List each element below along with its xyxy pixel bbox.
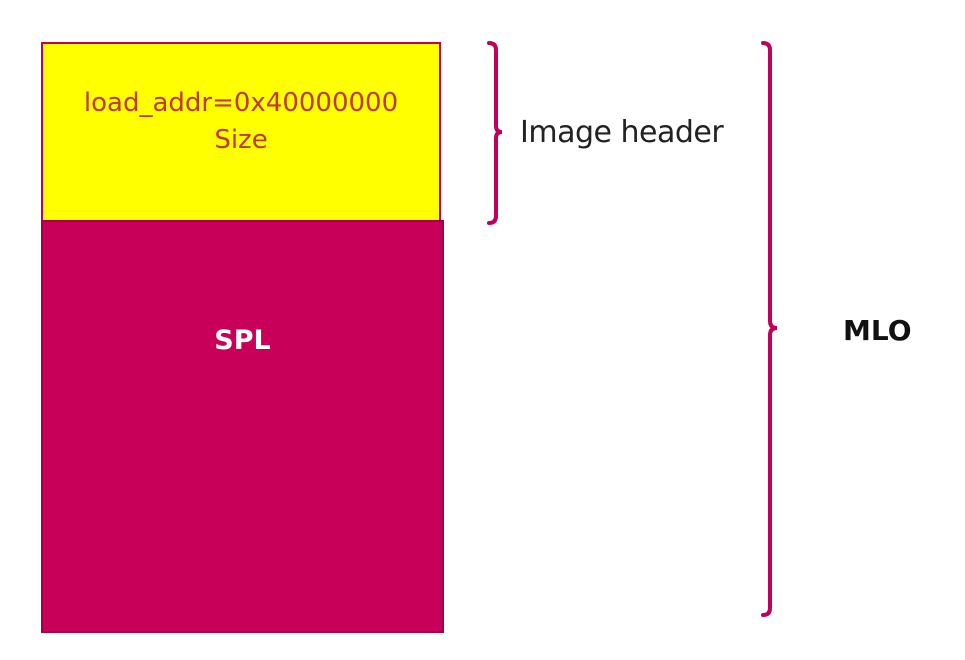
image-header-brace [487, 41, 503, 225]
spl-block: SPL [41, 220, 444, 633]
image-header-block: load_addr=0x40000000 Size [41, 42, 441, 220]
mlo-label: MLO [843, 314, 912, 347]
image-header-label: Image header [520, 115, 724, 150]
mlo-brace [761, 41, 778, 617]
spl-label: SPL [214, 325, 271, 356]
load-addr-text: load_addr=0x40000000 [83, 88, 399, 118]
size-text: Size [214, 125, 268, 155]
